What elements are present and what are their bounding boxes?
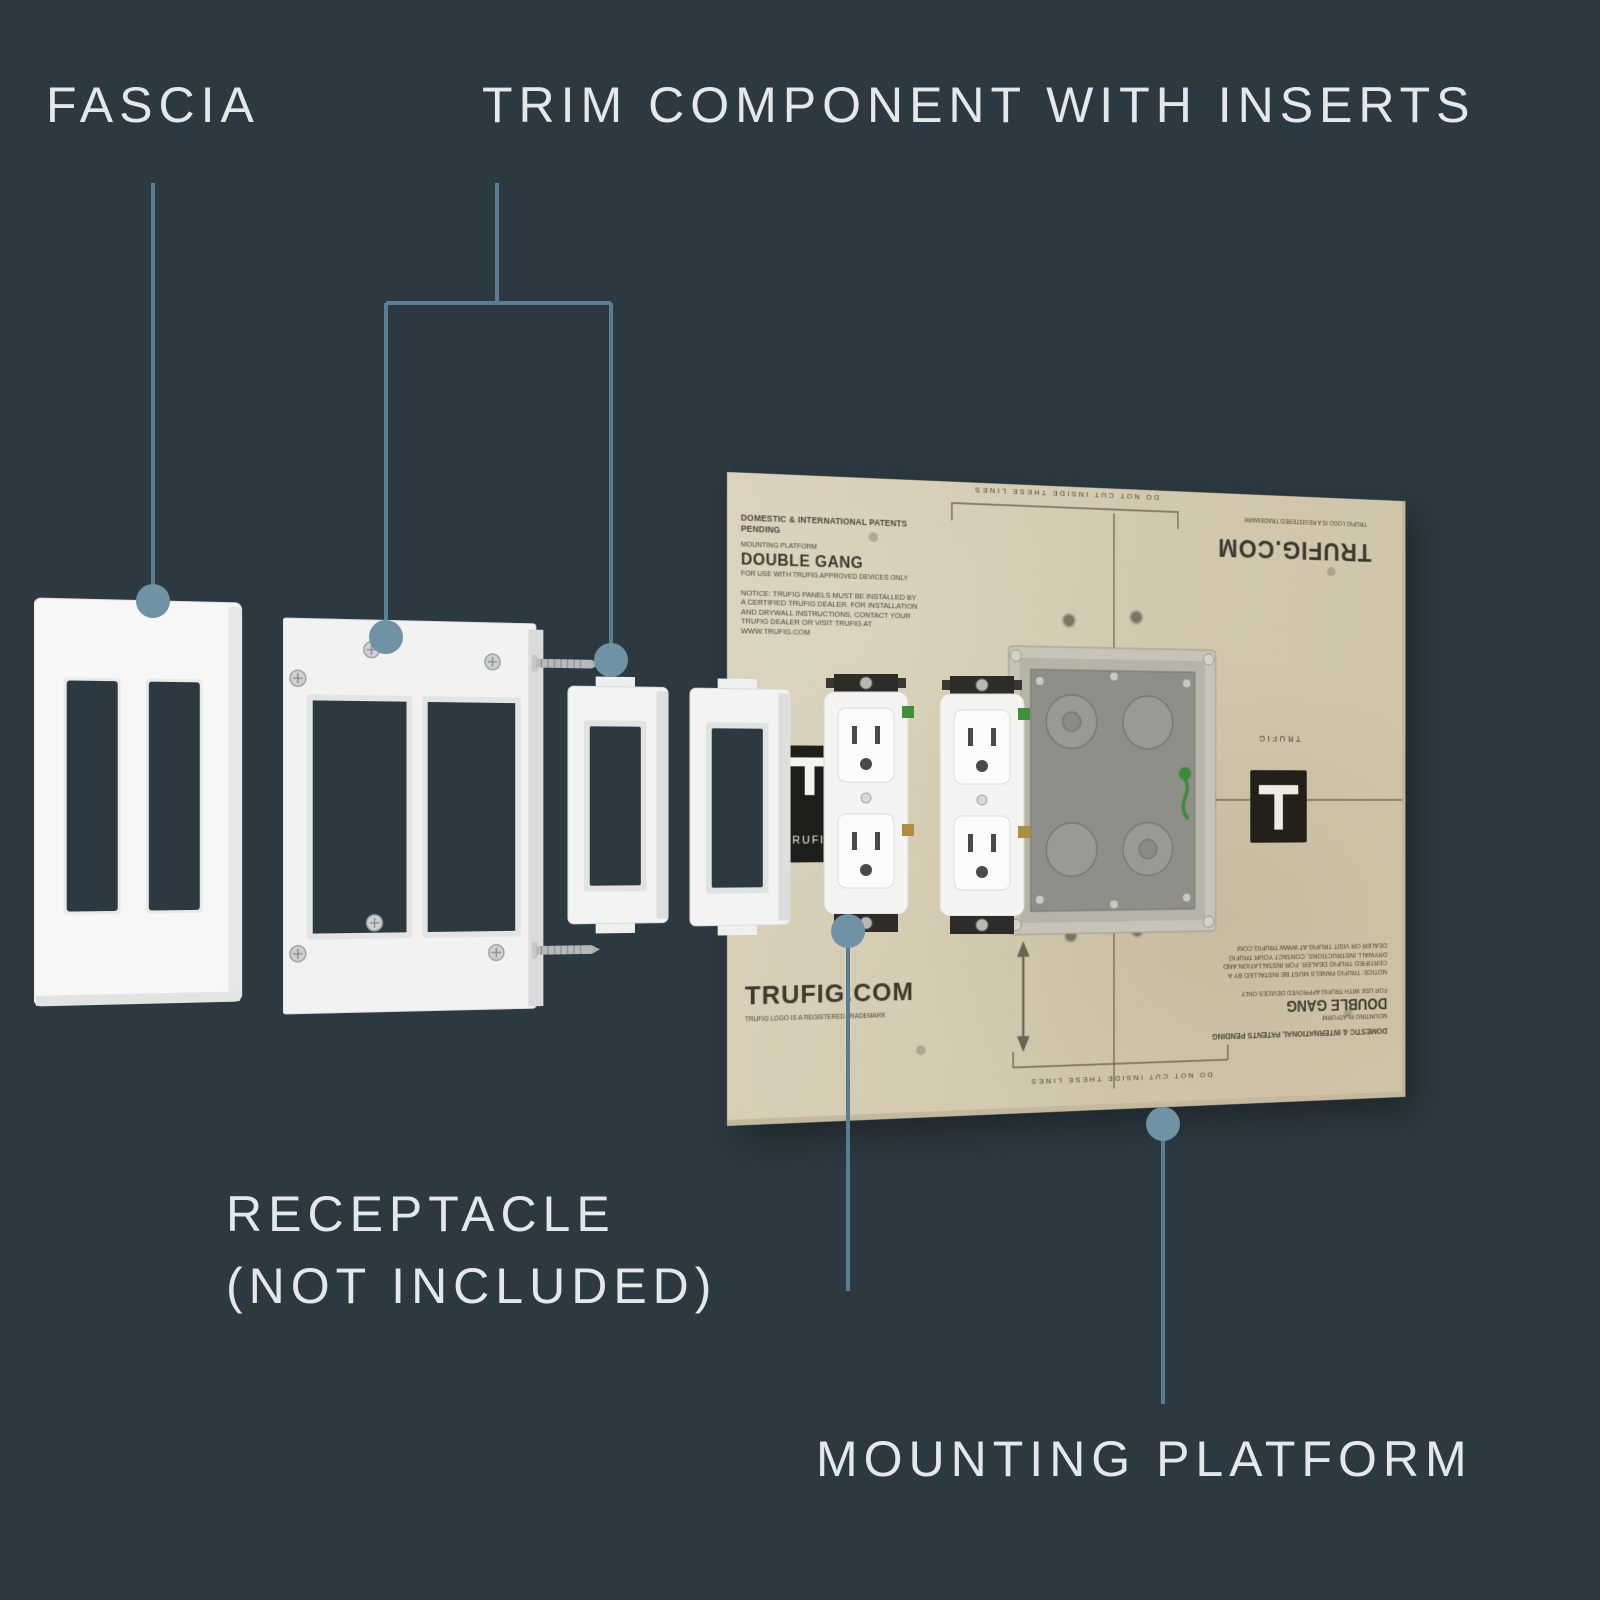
label-receptacle-line1: RECEPTACLE [226,1186,616,1242]
trufig-url-bottom: TRUFIG.COM [744,976,914,1011]
strap-screw [975,918,989,932]
insert-opening [711,728,763,888]
label-receptacle: RECEPTACLE (NOT INCLUDED) [226,1178,717,1322]
trim-insert-2-graphic [684,678,798,936]
trim-component-graphic [283,616,601,1016]
strap-ear [942,680,954,690]
trim-insert-1-graphic [562,676,676,934]
fascia-plate [34,592,251,1012]
outlet-face-bottom [837,813,895,889]
trim-insert-1 [562,674,676,936]
svg-text:TRUFIG: TRUFIG [784,834,835,846]
fascia-plate-graphic [34,592,251,1012]
receptacle-2 [932,676,1036,938]
fascia-side-edge [228,606,242,998]
label-receptacle-line2: (NOT INCLUDED) [226,1258,718,1314]
leader-dot-platform [1146,1107,1180,1141]
junction-box [1009,646,1216,935]
insert-tab-top [595,676,635,693]
trim-insert-2 [684,676,798,938]
brass-terminal [902,824,914,836]
platform-print-left-block: DOMESTIC & INTERNATIONAL PATENTS PENDING… [741,513,934,640]
label-trim-component: TRIM COMPONENT WITH INSERTS [482,77,1476,133]
mounting-platform-board: TRUFIG DOMESTIC & INTERNATIONAL PATENTS … [727,472,1406,1126]
brand-right: TRUFIG [1256,734,1301,744]
notice-text: NOTICE: TRUFIG PANELS MUST BE INSTALLED … [1223,941,1388,981]
label-mounting-platform: MOUNTING PLATFORM [816,1431,1473,1487]
label-fascia: FASCIA [46,77,260,133]
trim-opening-left [306,694,413,940]
trufig-logo-right [1250,770,1307,843]
receptacle-1 [816,674,920,936]
fascia-opening-left [63,677,121,915]
strap-screw [975,678,989,692]
fascia-opening-right [145,678,203,914]
leader-trim [384,183,613,659]
strap-ear [826,678,838,688]
strap-ear [894,678,906,688]
strap-screw [859,676,873,690]
receptacle-1-graphic [823,674,914,932]
center-screw [860,792,872,804]
trim-component [283,616,605,1016]
receptacle-2-graphic [939,676,1030,934]
trufig-url-top: TRUFIG.COM [1217,533,1372,567]
insert-tab-bottom [717,919,757,936]
spacing-arrow-icon [1019,944,1028,1049]
insert-tab-top [717,678,757,695]
notice-text: NOTICE: TRUFIG PANELS MUST BE INSTALLED … [740,588,918,637]
ground-screw [1018,708,1030,720]
insert-side-edge [656,691,669,919]
insert-tab-bottom [595,917,635,934]
platform-graphics: TRUFIG [727,472,1402,1120]
outlet-face-top [837,707,895,783]
strap-screw [859,916,873,930]
outlet-face-bottom [953,815,1011,891]
platform-print-bottom-right-block: DOMESTIC & INTERNATIONAL PATENTS PENDING… [1170,941,1387,1043]
insert-side-edge [778,693,791,921]
outlet-face-top [953,709,1011,785]
trim-opening-right [421,695,521,938]
center-screw [976,794,988,806]
brass-terminal [1018,826,1030,838]
fascia-bottom-edge [35,991,240,1006]
insert-opening [589,726,641,886]
ground-screw [902,706,914,718]
strap-ear [1010,680,1022,690]
